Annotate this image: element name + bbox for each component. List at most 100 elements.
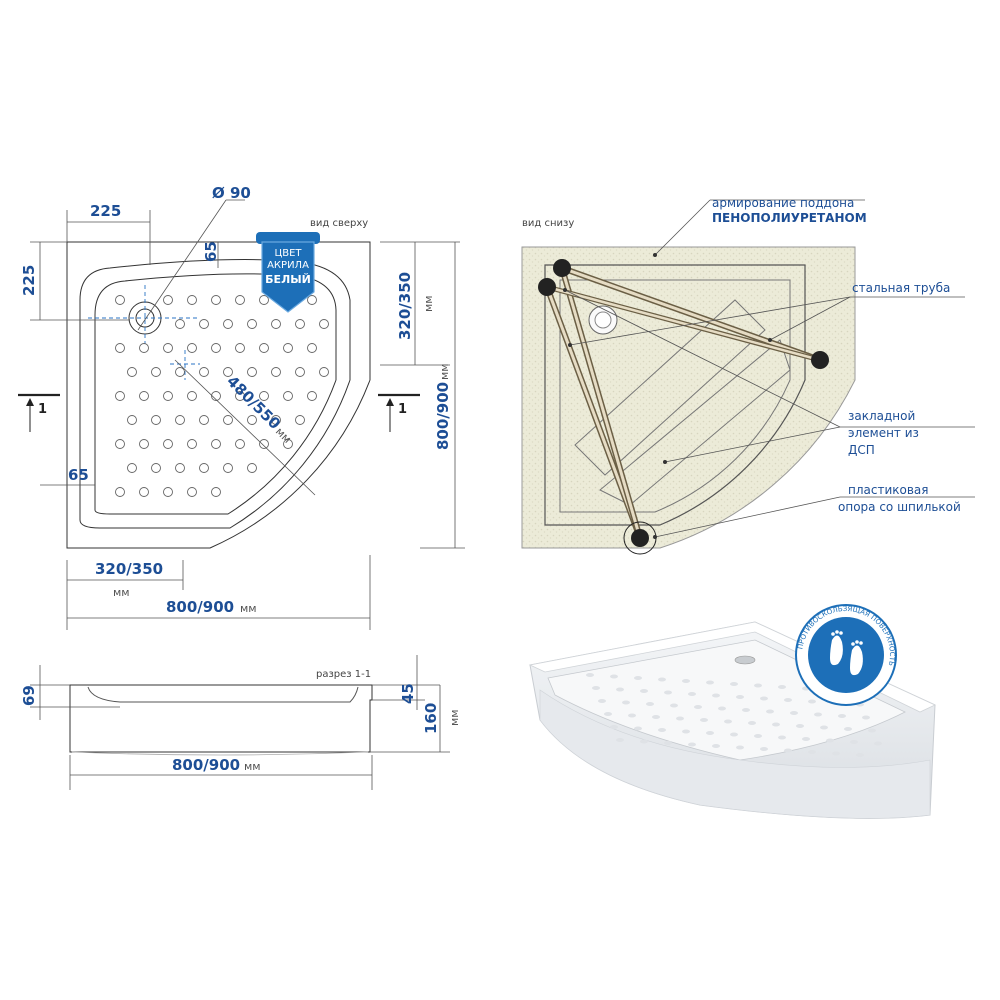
dim-45: 45	[399, 683, 417, 704]
anti-slip-badge	[795, 604, 897, 706]
tray-dot	[586, 673, 594, 677]
anti-slip-dot	[199, 319, 209, 329]
anti-slip-dot	[199, 415, 209, 425]
section-caption: разрез 1-1	[316, 669, 371, 680]
anti-slip-dot	[139, 487, 149, 497]
tray-dot	[646, 702, 654, 706]
anti-slip-dot	[235, 343, 245, 353]
anti-slip-dot	[271, 319, 281, 329]
tray-inner-rim	[94, 273, 337, 515]
anti-slip-dot	[271, 367, 281, 377]
tray-dot	[640, 739, 648, 744]
tray-dot	[592, 686, 600, 690]
tray-dot	[664, 690, 672, 695]
dim-65-left: 65	[68, 466, 89, 484]
section-drawing	[30, 655, 450, 790]
label-insert-1: закладной	[848, 409, 915, 423]
tray-dot	[754, 683, 762, 688]
tray-dot	[808, 750, 816, 754]
label-steel-pipe: стальная труба	[852, 281, 950, 295]
anti-slip-dot	[319, 319, 329, 329]
tray-dot	[676, 716, 684, 721]
label-support-1: пластиковая	[848, 483, 929, 497]
anti-slip-dot	[163, 487, 173, 497]
tray-dot	[736, 745, 744, 750]
section-mark-left: 1	[38, 402, 47, 417]
dim-320-350-right-unit: мм	[422, 295, 435, 312]
tray-dot	[850, 740, 858, 744]
dim-section-800-900-unit: мм	[244, 760, 261, 773]
anti-slip-dot	[211, 391, 221, 401]
tray-dot	[778, 735, 786, 740]
anti-slip-dot	[235, 439, 245, 449]
tray-dot	[688, 692, 696, 696]
anti-slip-dot	[175, 415, 185, 425]
anti-slip-dot	[247, 367, 257, 377]
tray-dot	[784, 748, 792, 753]
tray-dot	[766, 709, 774, 714]
tray-dot	[784, 698, 792, 702]
anti-slip-dot	[115, 295, 125, 305]
anti-slip-dot	[295, 319, 305, 329]
label-reinforcement-2: ПЕНОПОЛИУРЕТАНОМ	[712, 211, 867, 225]
dim-160-unit: мм	[448, 709, 461, 726]
tray-dot	[796, 724, 804, 728]
anti-slip-dot	[115, 391, 125, 401]
anti-slip-dot	[307, 391, 317, 401]
anti-slip-dot	[319, 367, 329, 377]
tray-dot	[772, 722, 780, 727]
anti-slip-dot	[295, 415, 305, 425]
dim-800-900-bottom: 800/900	[166, 598, 234, 616]
anti-slip-dot	[247, 415, 257, 425]
tray-dot	[736, 695, 744, 699]
tray-rim	[79, 259, 351, 529]
anti-slip-dot	[283, 391, 293, 401]
tray-dot	[682, 679, 690, 683]
label-insert-2: элемент из	[848, 426, 919, 440]
tray-dot	[820, 725, 828, 730]
anti-slip-dot	[259, 295, 269, 305]
dim-diameter: Ø 90	[212, 184, 251, 202]
anti-slip-dot	[283, 439, 293, 449]
bottom-view-caption: вид снизу	[522, 218, 574, 229]
anti-slip-dot	[163, 439, 173, 449]
dim-160: 160	[422, 703, 440, 734]
tray-dot	[682, 729, 690, 734]
dim-section-800-900: 800/900	[172, 756, 240, 774]
dim-320-350-bottom-unit: мм	[113, 586, 130, 599]
anti-slip-dot	[259, 439, 269, 449]
anti-slip-dot	[211, 487, 221, 497]
anti-slip-dot	[151, 415, 161, 425]
tray-dot	[754, 734, 762, 738]
tray-dot	[760, 747, 768, 751]
tray-dot	[640, 689, 648, 693]
tray-dot	[802, 737, 810, 741]
tray-dot	[706, 680, 714, 685]
tray-dot	[724, 719, 732, 724]
anti-slip-dot	[151, 463, 161, 473]
anti-slip-dot	[139, 439, 149, 449]
tray-dot	[610, 674, 618, 679]
anti-slip-dot	[163, 295, 173, 305]
bottom-view-drawing	[521, 199, 975, 555]
anti-slip-dot	[283, 343, 293, 353]
anti-slip-dot	[115, 487, 125, 497]
dim-65-top: 65	[202, 241, 220, 262]
tray-dot	[598, 699, 606, 703]
anti-slip-dot	[151, 367, 161, 377]
anti-slip-dot	[187, 295, 197, 305]
dim-800-900-right-unit: мм	[438, 363, 451, 380]
tray-dot	[634, 726, 642, 731]
acrylic-color-badge	[256, 232, 320, 313]
badge-line-2: АКРИЛА	[267, 260, 309, 271]
anti-slip-dot	[163, 343, 173, 353]
tray-dot	[826, 738, 834, 743]
anti-slip-dot	[223, 319, 233, 329]
dim-320-350-right: 320/350	[396, 272, 414, 340]
anti-slip-dot	[247, 463, 257, 473]
tray-dot	[604, 712, 612, 716]
top-view-drawing	[18, 199, 465, 630]
anti-slip-dot	[127, 367, 137, 377]
anti-slip-dot	[115, 343, 125, 353]
